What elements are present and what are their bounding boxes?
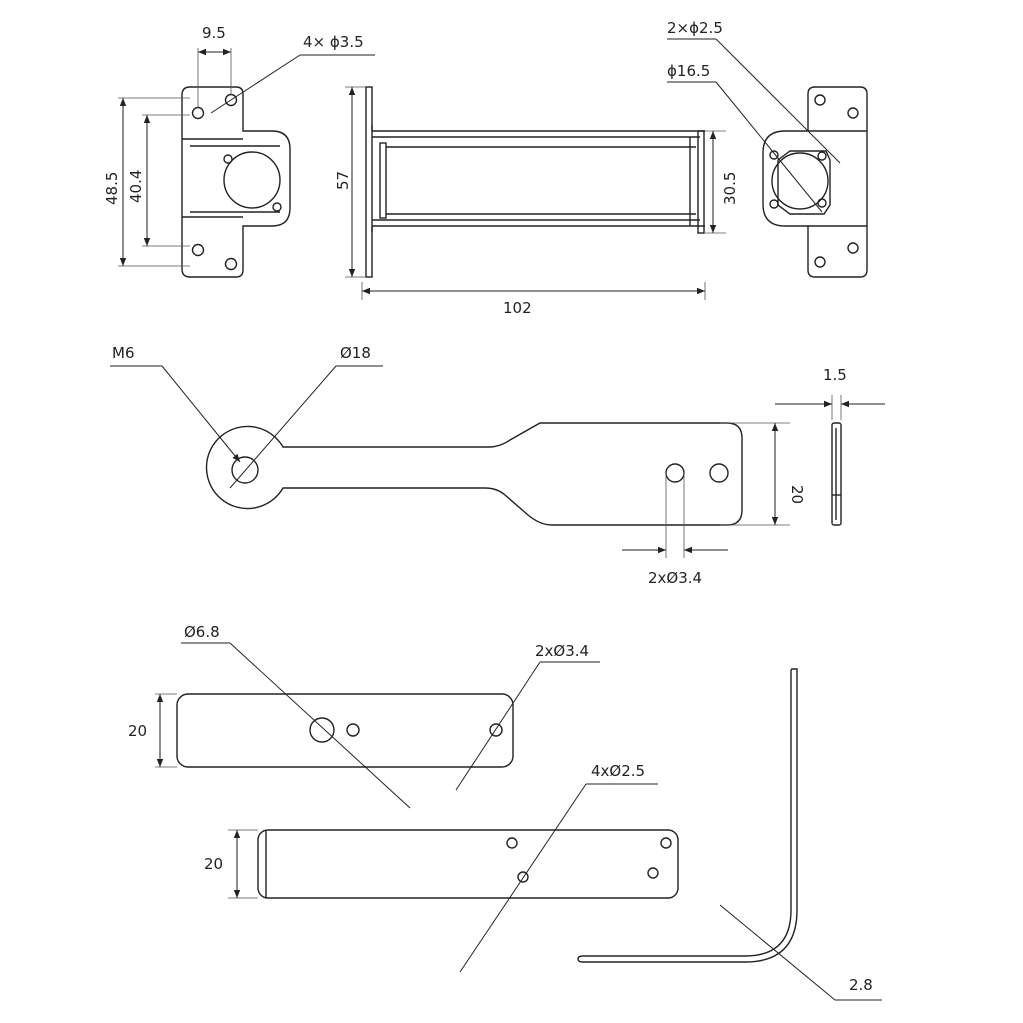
arm-width-label: 20	[788, 485, 806, 504]
bar-1-large-hole-label: Ø6.8	[184, 623, 220, 641]
tube-length-label: 102	[503, 299, 532, 317]
bracket-center-hole	[223, 151, 281, 209]
bracket-height-inner-label: 40.4	[127, 170, 145, 203]
tube-side-view: 57 102 30.5	[334, 86, 739, 317]
angle-thickness-label: 2.8	[849, 976, 873, 994]
end-plate-circle-label: ϕ16.5	[667, 62, 710, 80]
bracket-top-width-label: 9.5	[202, 24, 226, 42]
end-plate-circle	[771, 152, 829, 210]
arm-holes-label: 2xØ3.4	[648, 569, 702, 587]
arm-edge-view	[831, 422, 842, 526]
arm-thread-label: M6	[112, 344, 135, 362]
bracket-front-view: 9.5 4× ϕ3.5 48.5 40.4	[103, 24, 375, 278]
angle-piece-view: 2.8	[577, 668, 882, 1001]
arm-thickness-label: 1.5	[823, 366, 847, 384]
end-plate-outline	[762, 86, 868, 278]
bracket-outline	[181, 86, 291, 278]
bar-1-width-label: 20	[128, 722, 147, 740]
bar-2-outline	[257, 829, 679, 899]
bracket-height-outer-label: 48.5	[103, 172, 121, 205]
bar-2-width-label: 20	[204, 855, 223, 873]
bracket-hole	[191, 106, 205, 120]
end-plate-small-holes-label: 2×ϕ2.5	[667, 19, 723, 37]
bar-1-outline	[176, 693, 514, 768]
arm-round-dia-label: Ø18	[340, 344, 371, 362]
bar-2-view: 20 4xØ2.5	[204, 762, 679, 973]
arm-m6-hole	[231, 456, 259, 484]
angle-outline	[577, 668, 798, 963]
tube-inner-height-label: 30.5	[721, 172, 739, 205]
bracket-hole	[191, 243, 205, 257]
bar-2-holes-label: 4xØ2.5	[591, 762, 645, 780]
bracket-holes-label: 4× ϕ3.5	[303, 33, 364, 51]
bar-1-holes-label: 2xØ3.4	[535, 642, 589, 660]
arm-view: M6 Ø18 20 2xØ3.4 1.5	[110, 344, 885, 587]
tube-height-label: 57	[334, 171, 352, 190]
arm-outline	[205, 422, 743, 526]
bar-1-large-hole	[309, 717, 335, 743]
end-plate-view: 2×ϕ2.5 ϕ16.5	[667, 19, 868, 278]
bracket-hole	[224, 257, 238, 271]
bar-1-view: 20 Ø6.8 2xØ3.4	[128, 623, 600, 809]
